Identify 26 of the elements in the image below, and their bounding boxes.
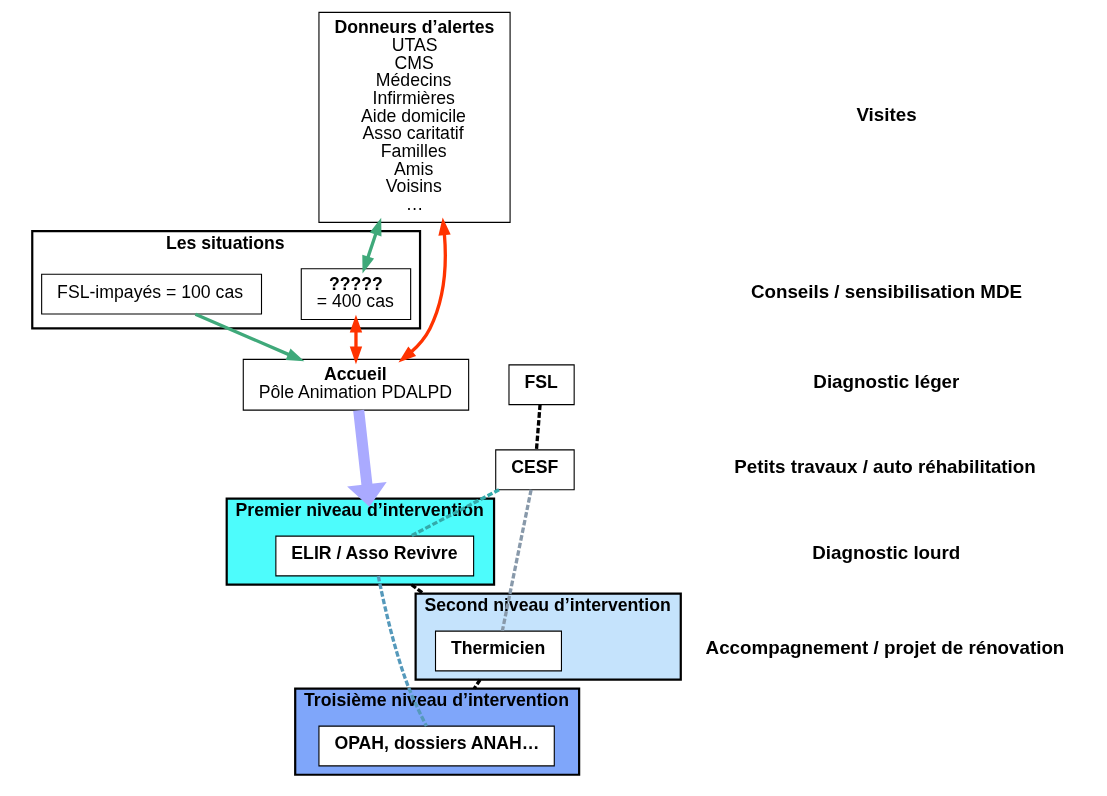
connector (376, 575, 428, 727)
label: Accompagnement / projet de rénovation (705, 637, 1064, 659)
arrow (361, 217, 381, 274)
connector (534, 404, 542, 450)
node-box: FSL (507, 364, 575, 406)
node-box: ELIR / Asso Revivre (274, 535, 474, 577)
arrow (397, 217, 451, 363)
node-box: FSL-impayés = 100 cas (40, 273, 262, 315)
arrow (349, 314, 362, 365)
connector (410, 583, 424, 595)
node-box: CESF (494, 449, 575, 491)
connector (409, 488, 500, 538)
arrow (194, 312, 304, 362)
node-box: ????? = 400 cas (300, 268, 411, 321)
node-box: Accueil Pôle Animation PDALPD (242, 358, 469, 411)
label: Visites (855, 103, 917, 125)
label: Petits travaux / auto réhabilitation (733, 456, 1036, 478)
node-box: Donneurs d’alertes UTAS CMS Médecins Infirmières Aide domicile Asso caritatif Familles Amis Voisins … (317, 11, 511, 223)
label: Conseils / sensibilisation MDE (750, 280, 1022, 302)
connector (472, 678, 481, 690)
connector (500, 489, 533, 632)
label: Diagnostic lourd (811, 542, 960, 564)
arrow (346, 409, 387, 507)
node-box: OPAH, dossiers ANAH… (317, 725, 555, 767)
label: Diagnostic léger (812, 371, 959, 393)
node-box: Thermicien (434, 630, 562, 672)
